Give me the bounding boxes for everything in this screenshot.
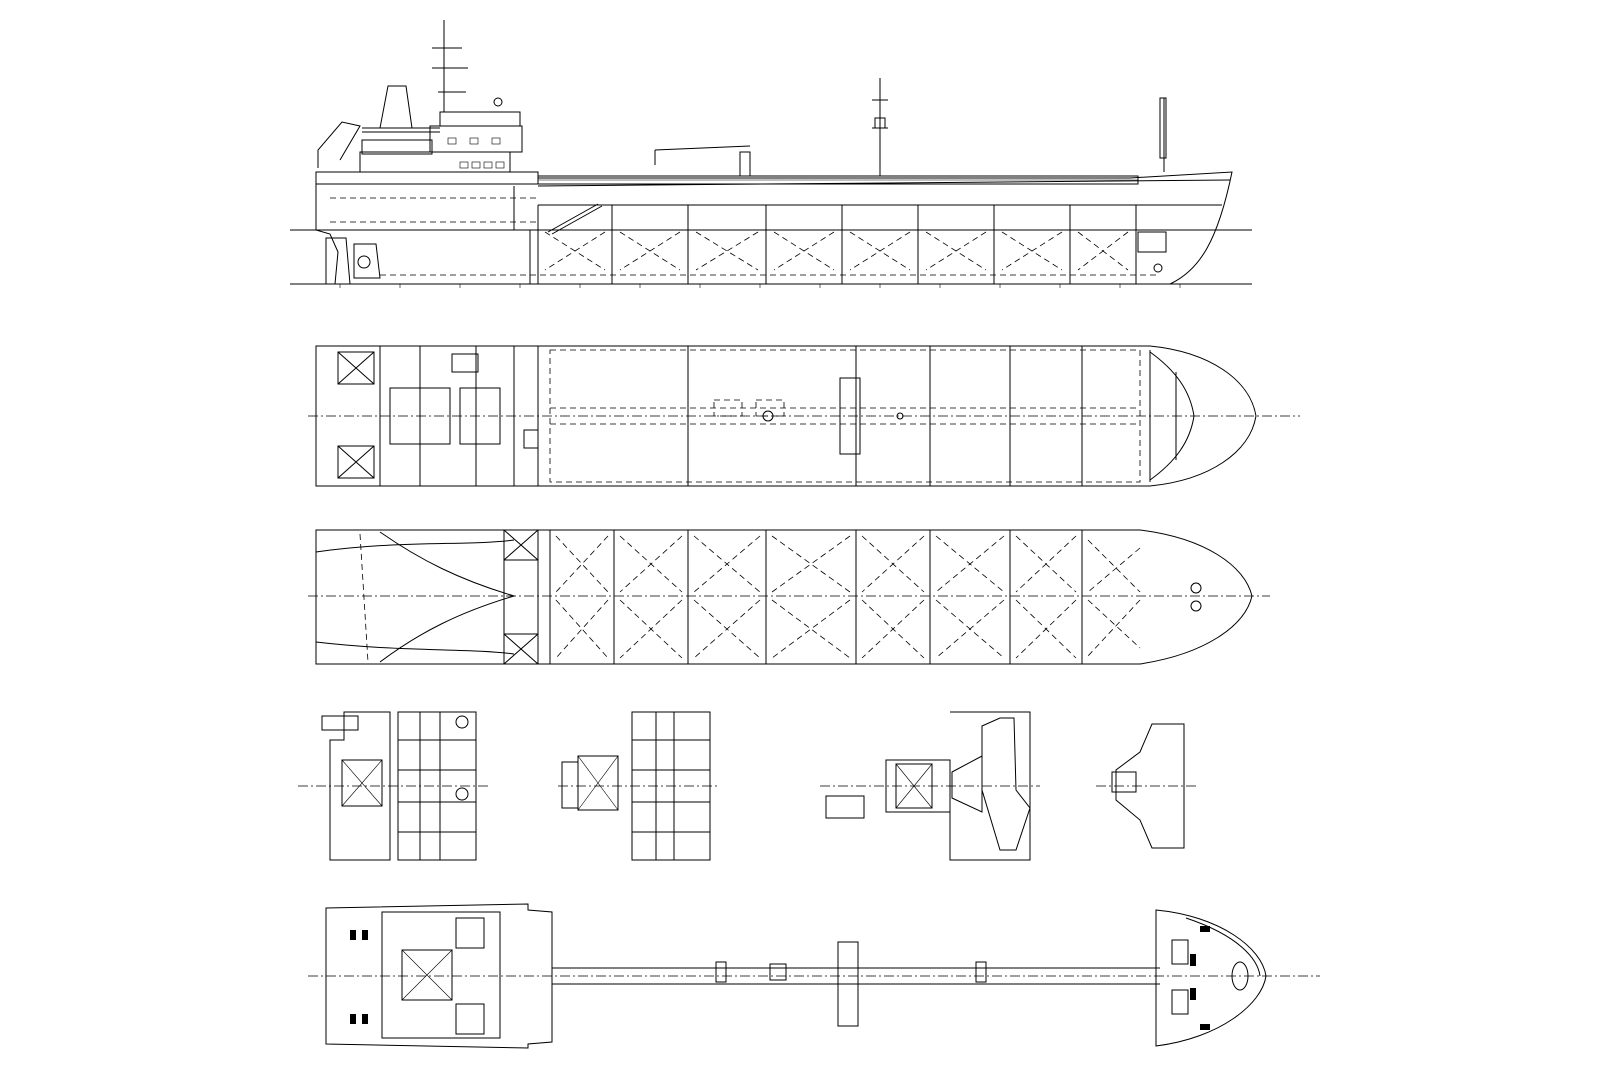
double-bottom-floors bbox=[549, 530, 1083, 664]
engine-room-compartments bbox=[337, 346, 539, 486]
superstructure-windows bbox=[447, 137, 505, 169]
bridge-deck-plan bbox=[820, 711, 1040, 861]
rescue-boat bbox=[825, 795, 865, 819]
deckhouse-deck-b-plan bbox=[558, 711, 720, 861]
double-bottom-plan-view bbox=[308, 529, 1270, 665]
lifeboat bbox=[361, 139, 433, 155]
forward-mast bbox=[872, 78, 888, 176]
double-bottom-hull-outline bbox=[315, 529, 1253, 665]
mooring-bitts-forward bbox=[1190, 926, 1210, 1030]
manifold bbox=[837, 941, 859, 1027]
funnel bbox=[379, 85, 413, 129]
main-deck-plan-view bbox=[308, 903, 1320, 1049]
tank-top-hull-outline bbox=[315, 345, 1257, 487]
stair-ladder bbox=[547, 203, 599, 233]
deck-crane bbox=[654, 145, 751, 177]
frame-ticks bbox=[339, 284, 1181, 288]
rudder-propeller bbox=[325, 237, 381, 285]
tank-top-bulkheads bbox=[687, 346, 1151, 486]
compass-deck-plan bbox=[1096, 723, 1196, 849]
tank-top-plan-view bbox=[308, 345, 1300, 487]
double-bottom-crosses bbox=[555, 535, 1141, 659]
hull-outline bbox=[315, 171, 1233, 285]
deckhouse-deck-a-plan bbox=[298, 711, 490, 861]
poop-deck-outline bbox=[325, 903, 553, 1049]
cabins-b bbox=[632, 712, 710, 860]
cargo-tank-boundary bbox=[549, 349, 1141, 483]
mooring-bitts-aft bbox=[350, 930, 368, 1024]
forecastle-outline bbox=[1155, 909, 1267, 1047]
cargo-bulkheads bbox=[537, 205, 1137, 284]
profile-view bbox=[290, 20, 1252, 288]
cabins-a bbox=[398, 712, 476, 860]
davit bbox=[317, 121, 361, 168]
tank-crosses bbox=[544, 231, 1129, 271]
main-deck-line bbox=[537, 179, 1231, 187]
lifeboat-plan bbox=[321, 715, 359, 731]
aft-superstructure bbox=[315, 20, 539, 185]
